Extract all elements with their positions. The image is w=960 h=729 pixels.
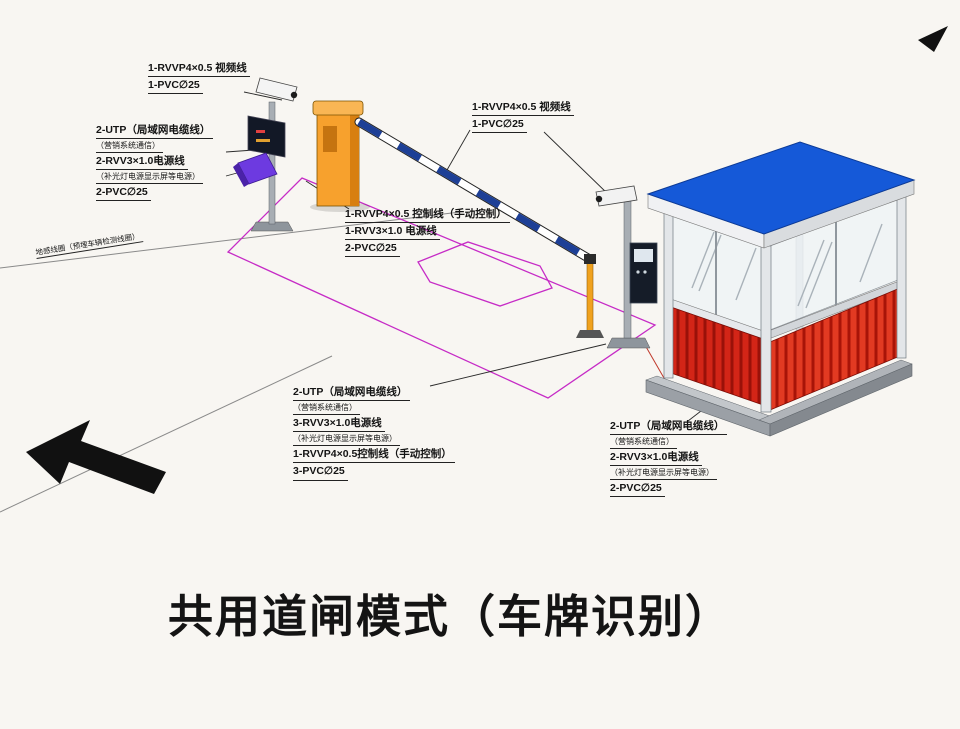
arm-support-cap bbox=[584, 254, 596, 264]
cable-label-booth: 2-UTP（局域网电缆线） （营销系统通信） 2-RVV3×1.0电源线 （补光… bbox=[610, 420, 728, 499]
booth-post-right bbox=[896, 195, 907, 359]
cable-label-line: （营销系统通信） bbox=[96, 141, 163, 154]
cable-label-line: （补光灯电源显示屏等电源） bbox=[293, 434, 400, 447]
leader-line bbox=[243, 91, 283, 101]
cable-label-line: 2-UTP（局域网电缆线） bbox=[96, 124, 214, 140]
cable-label-line: 1-RVVP4×0.5 控制线（手动控制） bbox=[345, 208, 510, 224]
barrier-arm bbox=[355, 118, 592, 262]
cable-label-line: 1-RVVP4×0.5控制线（手动控制） bbox=[293, 448, 455, 464]
cable-label-barrier: 1-RVVP4×0.5 控制线（手动控制） 1-RVV3×1.0 电源线 2-P… bbox=[345, 208, 510, 259]
cable-label-line: 2-PVC∅25 bbox=[610, 482, 665, 498]
cable-label-line: （营销系统通信） bbox=[293, 403, 360, 416]
cable-label-line: 2-PVC∅25 bbox=[96, 186, 151, 202]
cable-label-line: 1-RVVP4×0.5 视频线 bbox=[148, 62, 250, 78]
control-button bbox=[636, 270, 640, 274]
cable-label-line: （营销系统通信） bbox=[610, 437, 677, 450]
diagram-title: 共用道闸模式（车牌识别） bbox=[168, 591, 733, 642]
booth-post-front bbox=[760, 245, 772, 413]
cable-label-line: 1-RVV3×1.0 电源线 bbox=[345, 225, 440, 241]
camera-lens bbox=[595, 195, 603, 203]
fill-light-side bbox=[233, 163, 249, 187]
cable-label-entry-camera: 1-RVVP4×0.5 视频线 1-PVC∅25 bbox=[148, 62, 250, 96]
lpr-camera bbox=[255, 77, 298, 102]
direction-arrow bbox=[26, 420, 166, 494]
cable-label-line: 2-PVC∅25 bbox=[345, 242, 400, 258]
detection-zone bbox=[226, 177, 657, 399]
cable-label-exit-lane: 2-UTP（局域网电缆线） （营销系统通信） 3-RVV3×1.0电源线 （补光… bbox=[293, 386, 455, 483]
road-edge-line bbox=[0, 211, 461, 269]
cable-label-line: 2-RVV3×1.0电源线 bbox=[96, 155, 188, 171]
road-lines bbox=[0, 211, 461, 513]
cable-label-line: 3-PVC∅25 bbox=[293, 465, 348, 481]
cable-label-exit-camera: 1-RVVP4×0.5 视频线 1-PVC∅25 bbox=[472, 101, 574, 135]
leader-line bbox=[543, 131, 611, 197]
cable-label-line: （补光灯电源显示屏等电源） bbox=[96, 172, 203, 185]
leader-line bbox=[446, 129, 471, 171]
camera-lens bbox=[290, 91, 298, 99]
leader-line bbox=[429, 343, 607, 387]
barrier-gate bbox=[310, 100, 604, 338]
cable-label-entry-lane: 2-UTP（局域网电缆线） （营销系统通信） 2-RVV3×1.0电源线 （补光… bbox=[96, 124, 214, 203]
cable-label-line: 1-PVC∅25 bbox=[472, 118, 527, 134]
pole-base bbox=[606, 337, 651, 349]
exit-camera-pole bbox=[595, 185, 658, 349]
barrier-panel bbox=[323, 126, 337, 152]
cable-label-line: 1-PVC∅25 bbox=[148, 79, 203, 95]
led-text bbox=[256, 130, 265, 133]
cable-label-line: 1-RVVP4×0.5 视频线 bbox=[472, 101, 574, 117]
control-button bbox=[643, 270, 647, 274]
entry-camera-pole bbox=[233, 77, 298, 232]
north-arrow-icon bbox=[918, 26, 948, 52]
zone-outline bbox=[226, 177, 657, 399]
leader-lines bbox=[225, 91, 715, 422]
arm-support-post bbox=[586, 261, 594, 333]
booth-slab-side bbox=[769, 363, 913, 437]
booth-post-left bbox=[663, 211, 674, 379]
cable-label-line: 2-RVV3×1.0电源线 bbox=[610, 451, 702, 467]
led-display bbox=[247, 115, 286, 158]
barrier-cap bbox=[312, 100, 364, 116]
arm-support-base bbox=[576, 330, 604, 338]
guard-booth bbox=[645, 141, 916, 437]
cable-label-line: 2-UTP（局域网电缆线） bbox=[293, 386, 411, 402]
loop-coil-outline bbox=[417, 241, 553, 307]
barrier-cabinet-shade bbox=[350, 112, 359, 206]
booth-roof bbox=[646, 141, 916, 235]
road-edge-line bbox=[0, 355, 333, 513]
cable-label-line: 2-UTP（局域网电缆线） bbox=[610, 420, 728, 436]
pole-base bbox=[250, 221, 294, 232]
led-text bbox=[256, 139, 270, 142]
glass-reflections bbox=[691, 223, 883, 309]
control-box-screen bbox=[634, 249, 653, 262]
cable-label-line: 3-RVV3×1.0电源线 bbox=[293, 417, 385, 433]
cable-label-line: （补光灯电源显示屏等电源） bbox=[610, 468, 717, 481]
